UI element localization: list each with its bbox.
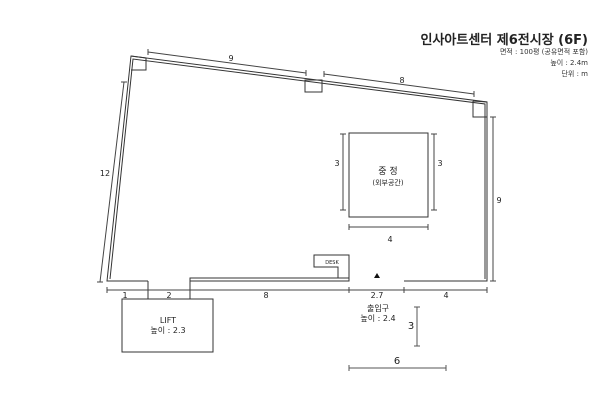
courtyard-label: 중 정 xyxy=(378,166,397,177)
dimension-lines xyxy=(97,49,496,293)
lift-box xyxy=(121,298,214,353)
dim-bottom-1: 1 xyxy=(122,291,127,300)
courtyard-sublabel: (외부공간) xyxy=(372,178,403,187)
area-info: 면적 : 100평 (공유면적 포함) xyxy=(499,48,588,56)
dim-courtyard-left: 3 xyxy=(334,159,339,168)
page-title: 인사아트센터 제6전시장 (6F) xyxy=(420,33,588,48)
desk-label: DESK xyxy=(325,260,339,266)
dim-courtyard-right: 3 xyxy=(437,159,442,168)
desk xyxy=(313,254,350,278)
walls xyxy=(106,55,488,299)
dim-top-left: 9 xyxy=(228,54,233,63)
scale-bar xyxy=(348,306,447,371)
scale-vertical-label: 3 xyxy=(408,321,414,332)
dim-top-right: 8 xyxy=(399,76,404,85)
dim-right: 9 xyxy=(496,196,501,205)
entrance-marker-icon xyxy=(374,273,380,278)
dim-bottom-3: 8 xyxy=(263,291,268,300)
scale-horizontal-label: 6 xyxy=(394,356,400,367)
lift-height: 높이 : 2.3 xyxy=(150,325,185,335)
dim-courtyard-bottom: 4 xyxy=(387,235,392,244)
unit-info: 단위 : m xyxy=(561,70,588,78)
courtyard xyxy=(348,132,429,218)
entrance-height: 높이 : 2.4 xyxy=(360,313,395,323)
dim-bottom-2: 2 xyxy=(166,291,171,300)
height-info: 높이 : 2.4m xyxy=(550,59,588,67)
lift-label: LIFT xyxy=(160,316,176,325)
entrance-label: 출입구 xyxy=(367,303,389,313)
columns xyxy=(130,55,488,118)
dim-bottom-5: 4 xyxy=(443,291,448,300)
dim-left: 12 xyxy=(100,169,110,178)
dim-bottom-4: 2.7 xyxy=(371,291,384,300)
